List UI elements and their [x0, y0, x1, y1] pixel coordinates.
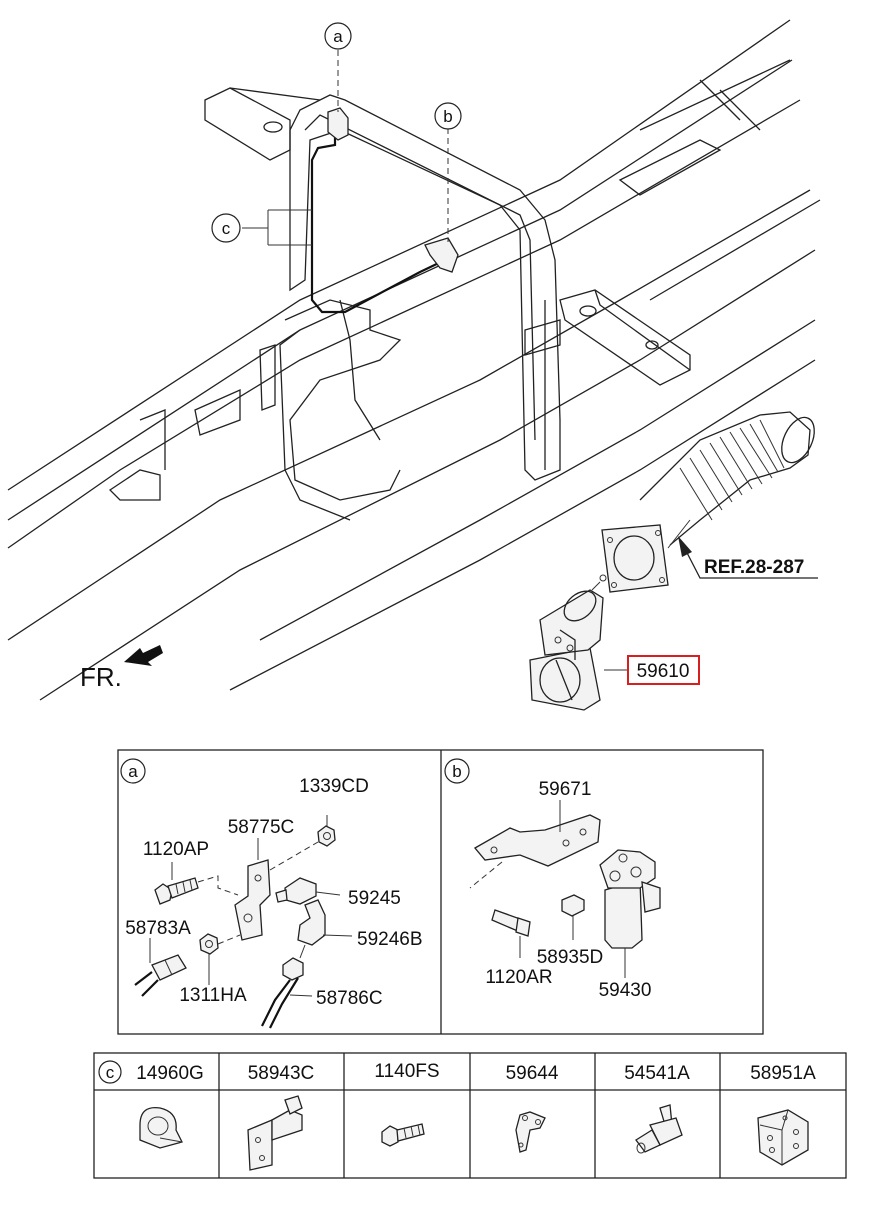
detail-c-table — [93, 1052, 847, 1179]
detail-b-tag: b — [444, 758, 470, 784]
label-1120AR: 1120AR — [485, 967, 552, 988]
ref-label: REF.28-287 — [704, 557, 804, 578]
table-header-58943C: 58943C — [248, 1063, 315, 1084]
label-1311HA: 1311HA — [179, 985, 247, 1006]
highlight-part-59610[interactable]: 59610 — [604, 655, 700, 685]
svg-text:c: c — [222, 219, 231, 238]
detail-a-tag: a — [120, 758, 146, 784]
detail-box-ab — [117, 749, 764, 1035]
intake-hose-illustration — [529, 411, 815, 711]
svg-text:a: a — [333, 27, 343, 46]
label-59430: 59430 — [599, 980, 652, 1001]
table-header-14960G: 14960G — [136, 1063, 204, 1084]
label-58786C: 58786C — [316, 988, 383, 1009]
part-icon-14960G — [139, 1106, 183, 1149]
detail-c-tag: c — [98, 1060, 122, 1084]
label-1120AP: 1120AP — [143, 839, 209, 860]
svg-text:c: c — [106, 1063, 115, 1082]
svg-text:59610: 59610 — [637, 661, 690, 682]
callout-c: c — [211, 213, 241, 243]
table-header-59644: 59644 — [506, 1063, 559, 1084]
svg-text:a: a — [128, 762, 138, 781]
chassis-frame-illustration — [7, 19, 821, 701]
label-58783A: 58783A — [125, 918, 191, 939]
part-icon-54541A — [635, 1104, 683, 1154]
svg-text:b: b — [443, 107, 452, 126]
part-icon-59644 — [515, 1111, 546, 1153]
label-58935D: 58935D — [537, 947, 604, 968]
detail-a-illustration — [134, 815, 353, 1029]
callout-b: b — [434, 102, 462, 130]
part-icon-1140FS — [381, 1123, 425, 1147]
part-icon-58951A — [757, 1109, 809, 1166]
label-58775C: 58775C — [228, 817, 295, 838]
label-59671: 59671 — [539, 779, 592, 800]
table-header-58951A: 58951A — [750, 1063, 816, 1084]
front-arrow-icon — [124, 645, 163, 666]
detail-b-illustration — [469, 800, 661, 978]
label-59245: 59245 — [348, 888, 401, 909]
ref-arrow — [678, 536, 818, 579]
label-1339CD: 1339CD — [299, 776, 369, 797]
svg-text:b: b — [452, 762, 461, 781]
part-icon-58943C — [247, 1095, 303, 1171]
table-header-54541A: 54541A — [624, 1063, 690, 1084]
table-header-1140FS: 1140FS — [374, 1061, 439, 1082]
front-label: FR. — [80, 662, 122, 692]
callout-a: a — [324, 22, 352, 50]
label-59246B: 59246B — [357, 929, 423, 950]
